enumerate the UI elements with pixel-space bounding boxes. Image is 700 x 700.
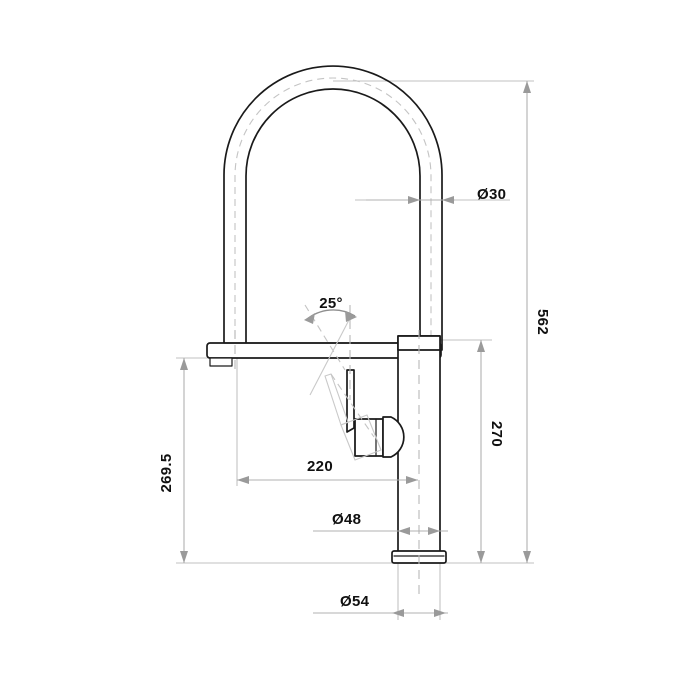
body-column	[397, 335, 441, 559]
arrow-d54-right	[434, 609, 446, 617]
arrow-d48-left	[398, 527, 410, 535]
handle-lever-blade	[346, 369, 355, 433]
dim-label-562: 562	[534, 309, 551, 335]
arrow-562-top	[523, 81, 531, 93]
dim-label-25deg: 25°	[319, 295, 343, 312]
dim-label-d54: Ø54	[340, 593, 370, 610]
handle-ghost-axis	[330, 373, 375, 438]
handle-cartridge-cap	[382, 416, 405, 458]
arrow-25-right	[345, 311, 357, 322]
dimension-hose-diameter: Ø30	[366, 186, 506, 204]
faucet-body-geometry	[206, 65, 447, 564]
arch-outer-contour	[223, 65, 443, 351]
arrow-25-left	[304, 313, 315, 324]
arrow-269-5-bottom	[180, 551, 188, 563]
arrow-d30-right	[442, 196, 454, 204]
arrow-270-top	[477, 340, 485, 352]
dimension-handle-angle: 25°	[304, 295, 357, 324]
handle-ghost-blade	[324, 373, 349, 426]
centerlines	[234, 305, 420, 600]
arrow-220-right	[406, 476, 418, 484]
dim-label-d30: Ø30	[477, 186, 506, 203]
arrow-562-bottom	[523, 551, 531, 563]
dimension-swivel-height: 269.5	[158, 358, 188, 563]
dimension-overall-height: 562	[523, 81, 551, 563]
arrow-d48-right	[428, 527, 440, 535]
dimension-spout-height: 270	[477, 340, 505, 563]
dimension-body-diameter: Ø48	[313, 511, 448, 535]
handle-ghost-axis-upper	[304, 304, 346, 371]
spout-arm-tip	[209, 357, 233, 367]
arrow-269-5-top	[180, 358, 188, 370]
arrow-d30-left	[408, 196, 420, 204]
handle-reference-line	[309, 317, 351, 396]
handle-ghost-hub	[340, 414, 382, 461]
dim-label-220: 220	[307, 458, 333, 475]
dimension-reach: 220	[237, 458, 418, 484]
dim-label-d48: Ø48	[332, 511, 361, 528]
arch-center-dashed	[234, 77, 432, 350]
dim-label-270: 270	[488, 421, 505, 447]
dimension-base-diameter: Ø54	[313, 593, 448, 617]
arch-inner-contour	[245, 88, 421, 351]
arrow-d54-left	[392, 609, 404, 617]
dim-label-269-5: 269.5	[158, 453, 175, 492]
arrow-270-bottom	[477, 551, 485, 563]
arrow-220-left	[237, 476, 249, 484]
